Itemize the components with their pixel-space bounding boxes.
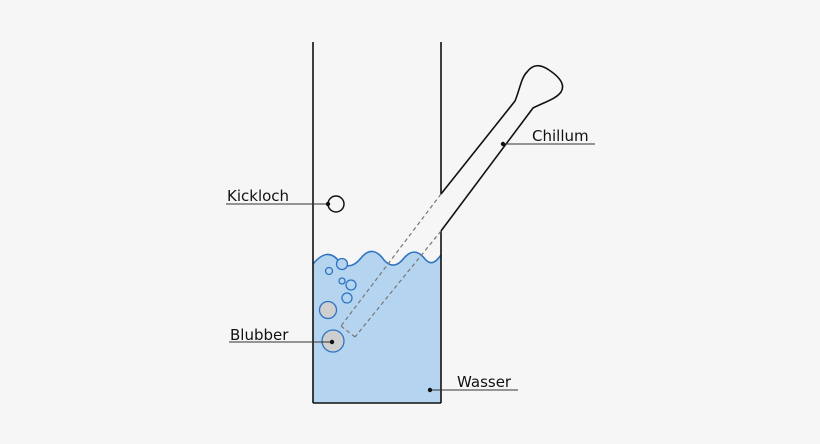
bubble [318, 300, 338, 320]
label-chillum: Chillum [532, 127, 589, 145]
bubble [345, 279, 357, 291]
label-wasser: Wasser [457, 373, 512, 391]
wasser-anchor-dot [427, 387, 433, 393]
label-blubber: Blubber [230, 326, 289, 344]
bubble [324, 266, 334, 276]
bubble [341, 292, 353, 304]
kickloch-anchor-dot [325, 201, 331, 207]
chillum-hidden-part [340, 193, 442, 338]
blubber-anchor-dot [329, 339, 335, 345]
tube [312, 42, 442, 404]
chillum [440, 64, 564, 232]
kickloch-hole [327, 195, 345, 213]
chillum-anchor-dot [500, 141, 506, 147]
callouts [226, 141, 595, 393]
label-kickloch: Kickloch [227, 187, 289, 205]
water-body [313, 251, 441, 403]
bubble [338, 277, 346, 285]
bubble [335, 257, 349, 271]
